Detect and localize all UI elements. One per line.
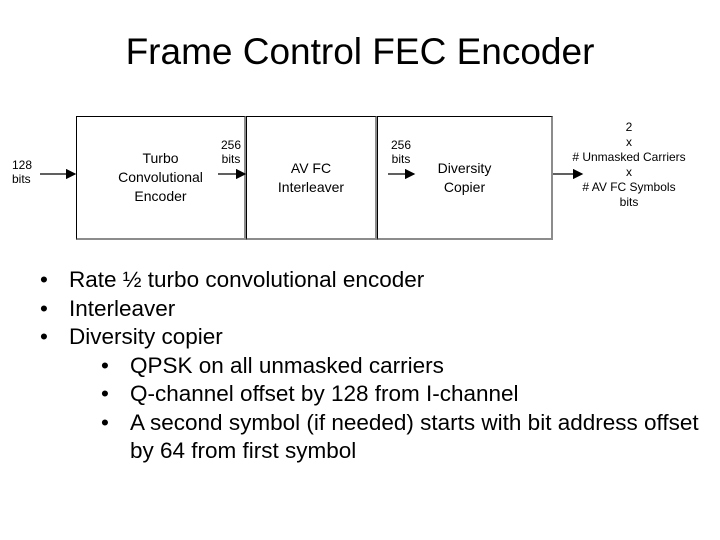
block-label: Diversity Copier [437,159,492,195]
av-fc-interleaver-block: AV FC Interleaver [246,116,377,240]
sub-bullet-list: QPSK on all unmasked carriers Q-channel … [69,352,700,466]
interleaver-output-bits-label: 256 bits [390,138,412,166]
bullet-item: Interleaver [40,295,700,324]
block-label: Turbo Convolutional Encoder [118,150,203,204]
page-title: Frame Control FEC Encoder [125,31,595,72]
encoder-output-bits-label: 256 bits [220,138,242,166]
bullet-item: Rate ½ turbo convolutional encoder [40,266,700,295]
bullet-item-text: Diversity copier [69,324,223,349]
sub-bullet-item: QPSK on all unmasked carriers [101,352,700,381]
sub-bullet-item: Q-channel offset by 128 from I-channel [101,380,700,409]
copier-output-bits-label: 2 x # Unmasked Carriers x # AV FC Symbol… [572,120,686,209]
block-label: AV FC Interleaver [277,159,345,195]
sub-bullet-item: A second symbol (if needed) starts with … [101,409,700,466]
bullet-list: Rate ½ turbo convolutional encoder Inter… [40,266,700,466]
diversity-copier-block: Diversity Copier [377,116,553,240]
bullet-item: Diversity copier QPSK on all unmasked ca… [40,323,700,466]
input-bits-label: 128 bits [12,158,33,186]
turbo-convolutional-encoder-block: Turbo Convolutional Encoder [76,116,246,240]
